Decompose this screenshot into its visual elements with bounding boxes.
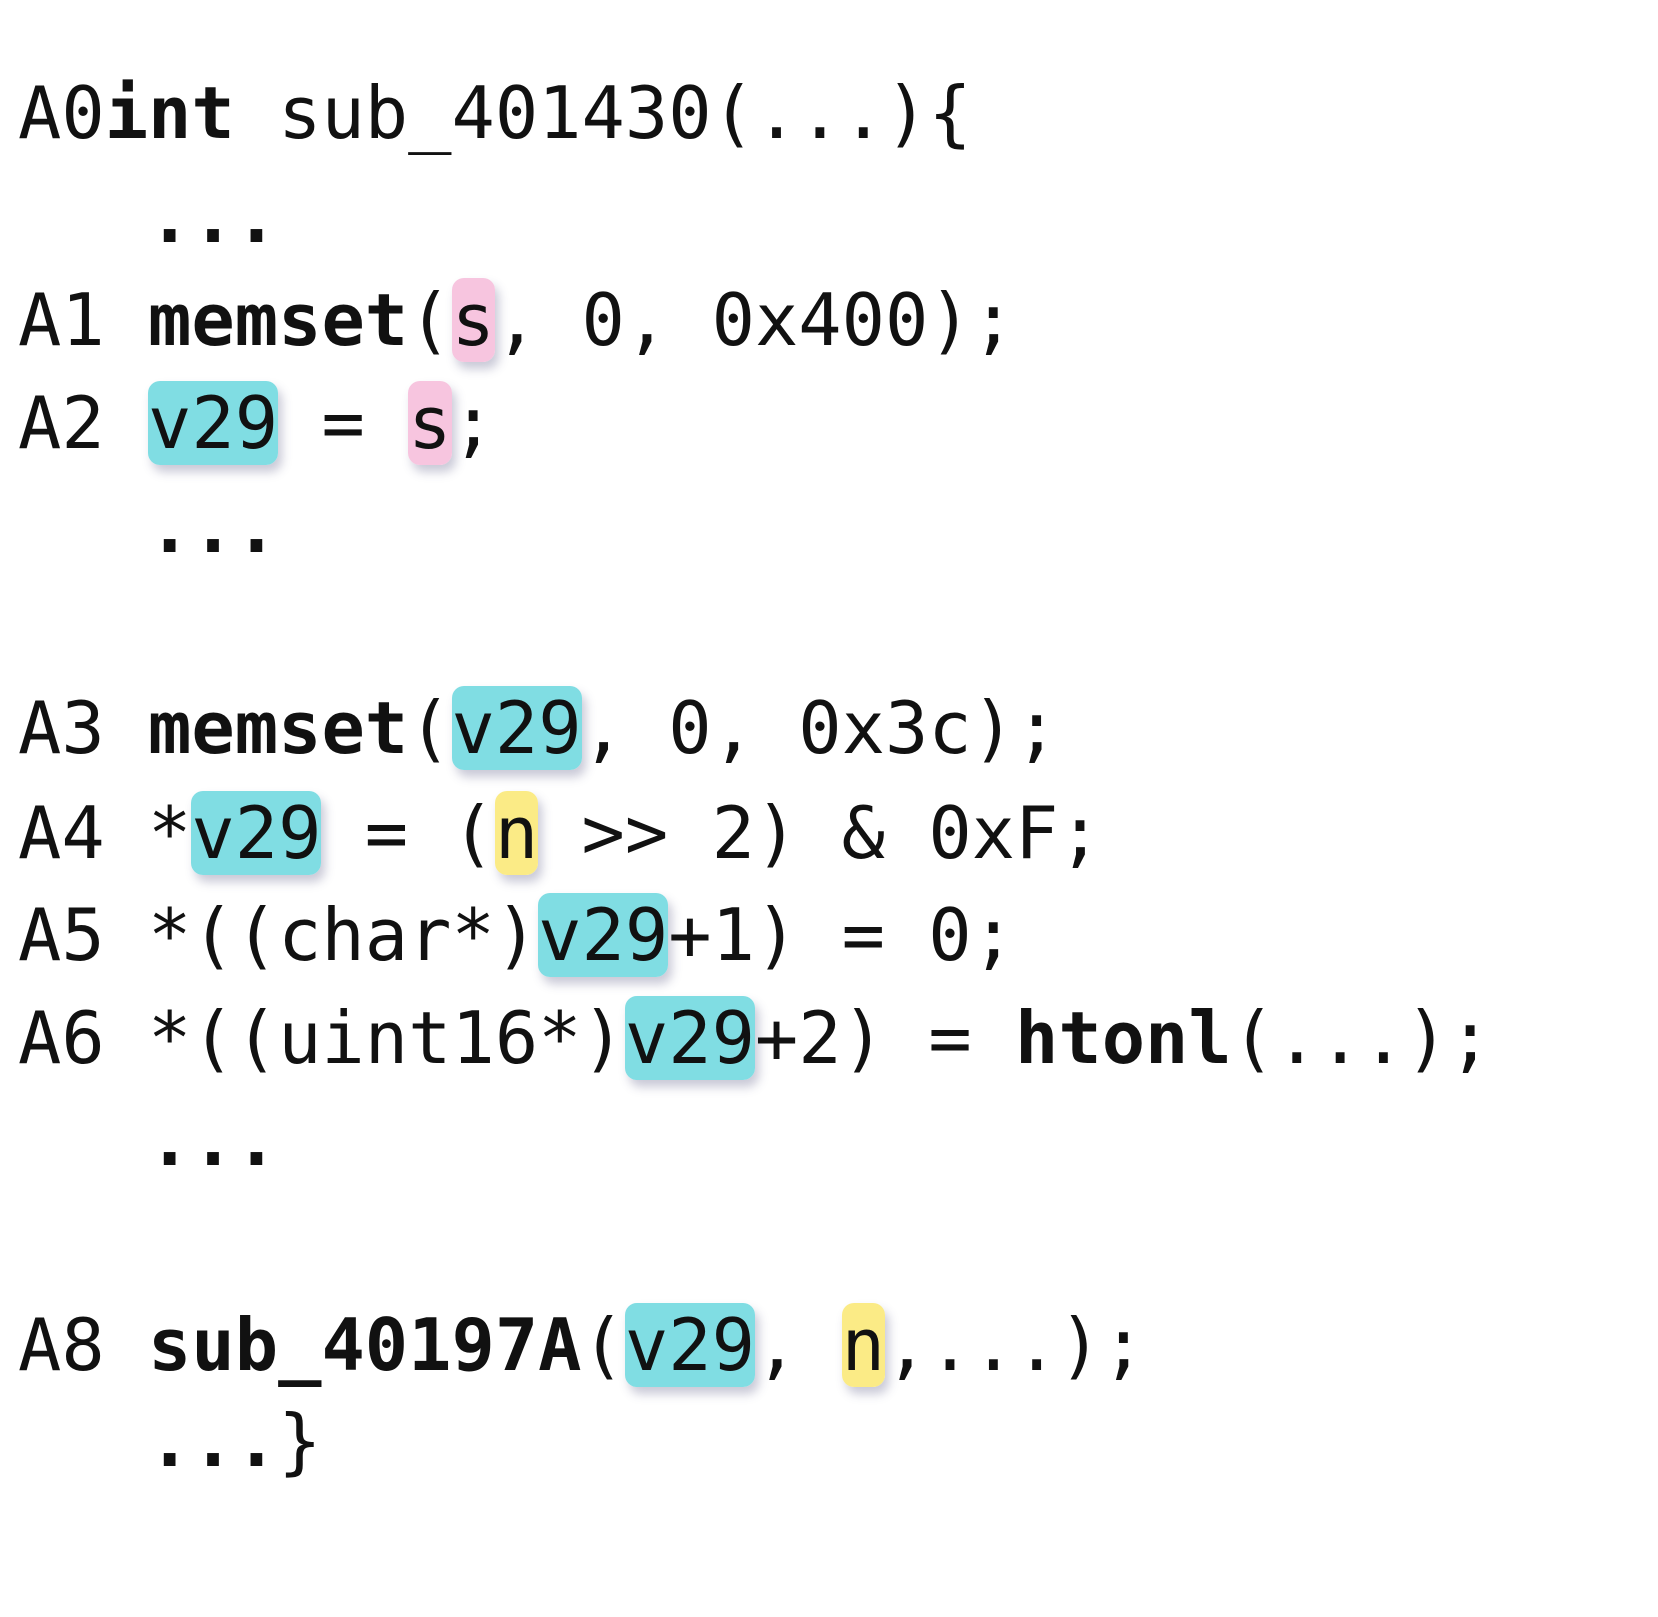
highlight-n: n [841, 1303, 885, 1387]
code-keyword: sub_40197A [148, 1303, 582, 1387]
code-text: ( [408, 686, 452, 770]
code-text: , 0, 0x3c); [581, 686, 1059, 770]
code-line-end: ...} [18, 1396, 321, 1486]
highlight-v29: v29 [624, 1303, 755, 1387]
highlight-v29: v29 [191, 791, 322, 875]
code-text: , [754, 1303, 842, 1387]
code-text: A0 [18, 71, 105, 155]
code-text: A4 * [18, 791, 192, 875]
code-line-a8: A8 sub_40197A(v29, n,...); [18, 1300, 1145, 1390]
code-line-a3: A3 memset(v29, 0, 0x3c); [18, 683, 1058, 773]
highlight-s: s [451, 278, 495, 362]
highlight-v29: v29 [451, 686, 582, 770]
code-line-a0: A0int sub_401430(...){ [18, 68, 972, 158]
code-line-a5: A5 *((char*)v29+1) = 0; [18, 890, 1015, 980]
code-text: sub_401430(...){ [234, 71, 972, 155]
code-keyword: ... [18, 1098, 279, 1182]
code-keyword: ... [18, 485, 279, 569]
highlight-v29: v29 [148, 381, 279, 465]
code-text: A6 *((uint16*) [18, 996, 625, 1080]
code-text: A8 [18, 1303, 149, 1387]
code-text: +2) = [754, 996, 1016, 1080]
code-keyword: htonl [1015, 996, 1232, 1080]
code-text: A5 *((char*) [18, 893, 539, 977]
highlight-s: s [408, 381, 452, 465]
code-keyword: memset [148, 278, 409, 362]
code-keyword: ... [18, 175, 279, 259]
code-text: A2 [18, 381, 149, 465]
code-line-a4: A4 *v29 = (n >> 2) & 0xF; [18, 788, 1102, 878]
code-text: ( [581, 1303, 625, 1387]
code-keyword: memset [148, 686, 409, 770]
code-text: } [278, 1399, 322, 1483]
code-text: = [278, 381, 409, 465]
highlight-v29: v29 [538, 893, 669, 977]
ellipsis-line-3: ... [18, 1095, 278, 1185]
code-text: , 0, 0x400); [494, 278, 1016, 362]
code-text: ,...); [885, 1303, 1146, 1387]
code-text: >> 2) & 0xF; [538, 791, 1102, 875]
code-text: ( [408, 278, 452, 362]
code-keyword: ... [18, 1399, 279, 1483]
highlight-v29: v29 [624, 996, 755, 1080]
code-keyword: int [104, 71, 235, 155]
ellipsis-line-2: ... [18, 482, 278, 572]
highlight-n: n [494, 791, 539, 875]
code-text: A1 [18, 278, 149, 362]
ellipsis-line-1: ... [18, 172, 278, 262]
code-listing: A0int sub_401430(...){ ... A1 memset(s, … [18, 0, 1492, 1483]
code-line-a1: A1 memset(s, 0, 0x400); [18, 275, 1015, 365]
code-text: = ( [321, 791, 495, 875]
code-text: (...); [1231, 996, 1492, 1080]
code-text: +1) = 0; [668, 893, 1015, 977]
code-line-a2: A2 v29 = s; [18, 378, 495, 468]
code-text: A3 [18, 686, 149, 770]
code-line-a6: A6 *((uint16*)v29+2) = htonl(...); [18, 993, 1492, 1083]
code-text: ; [451, 381, 495, 465]
